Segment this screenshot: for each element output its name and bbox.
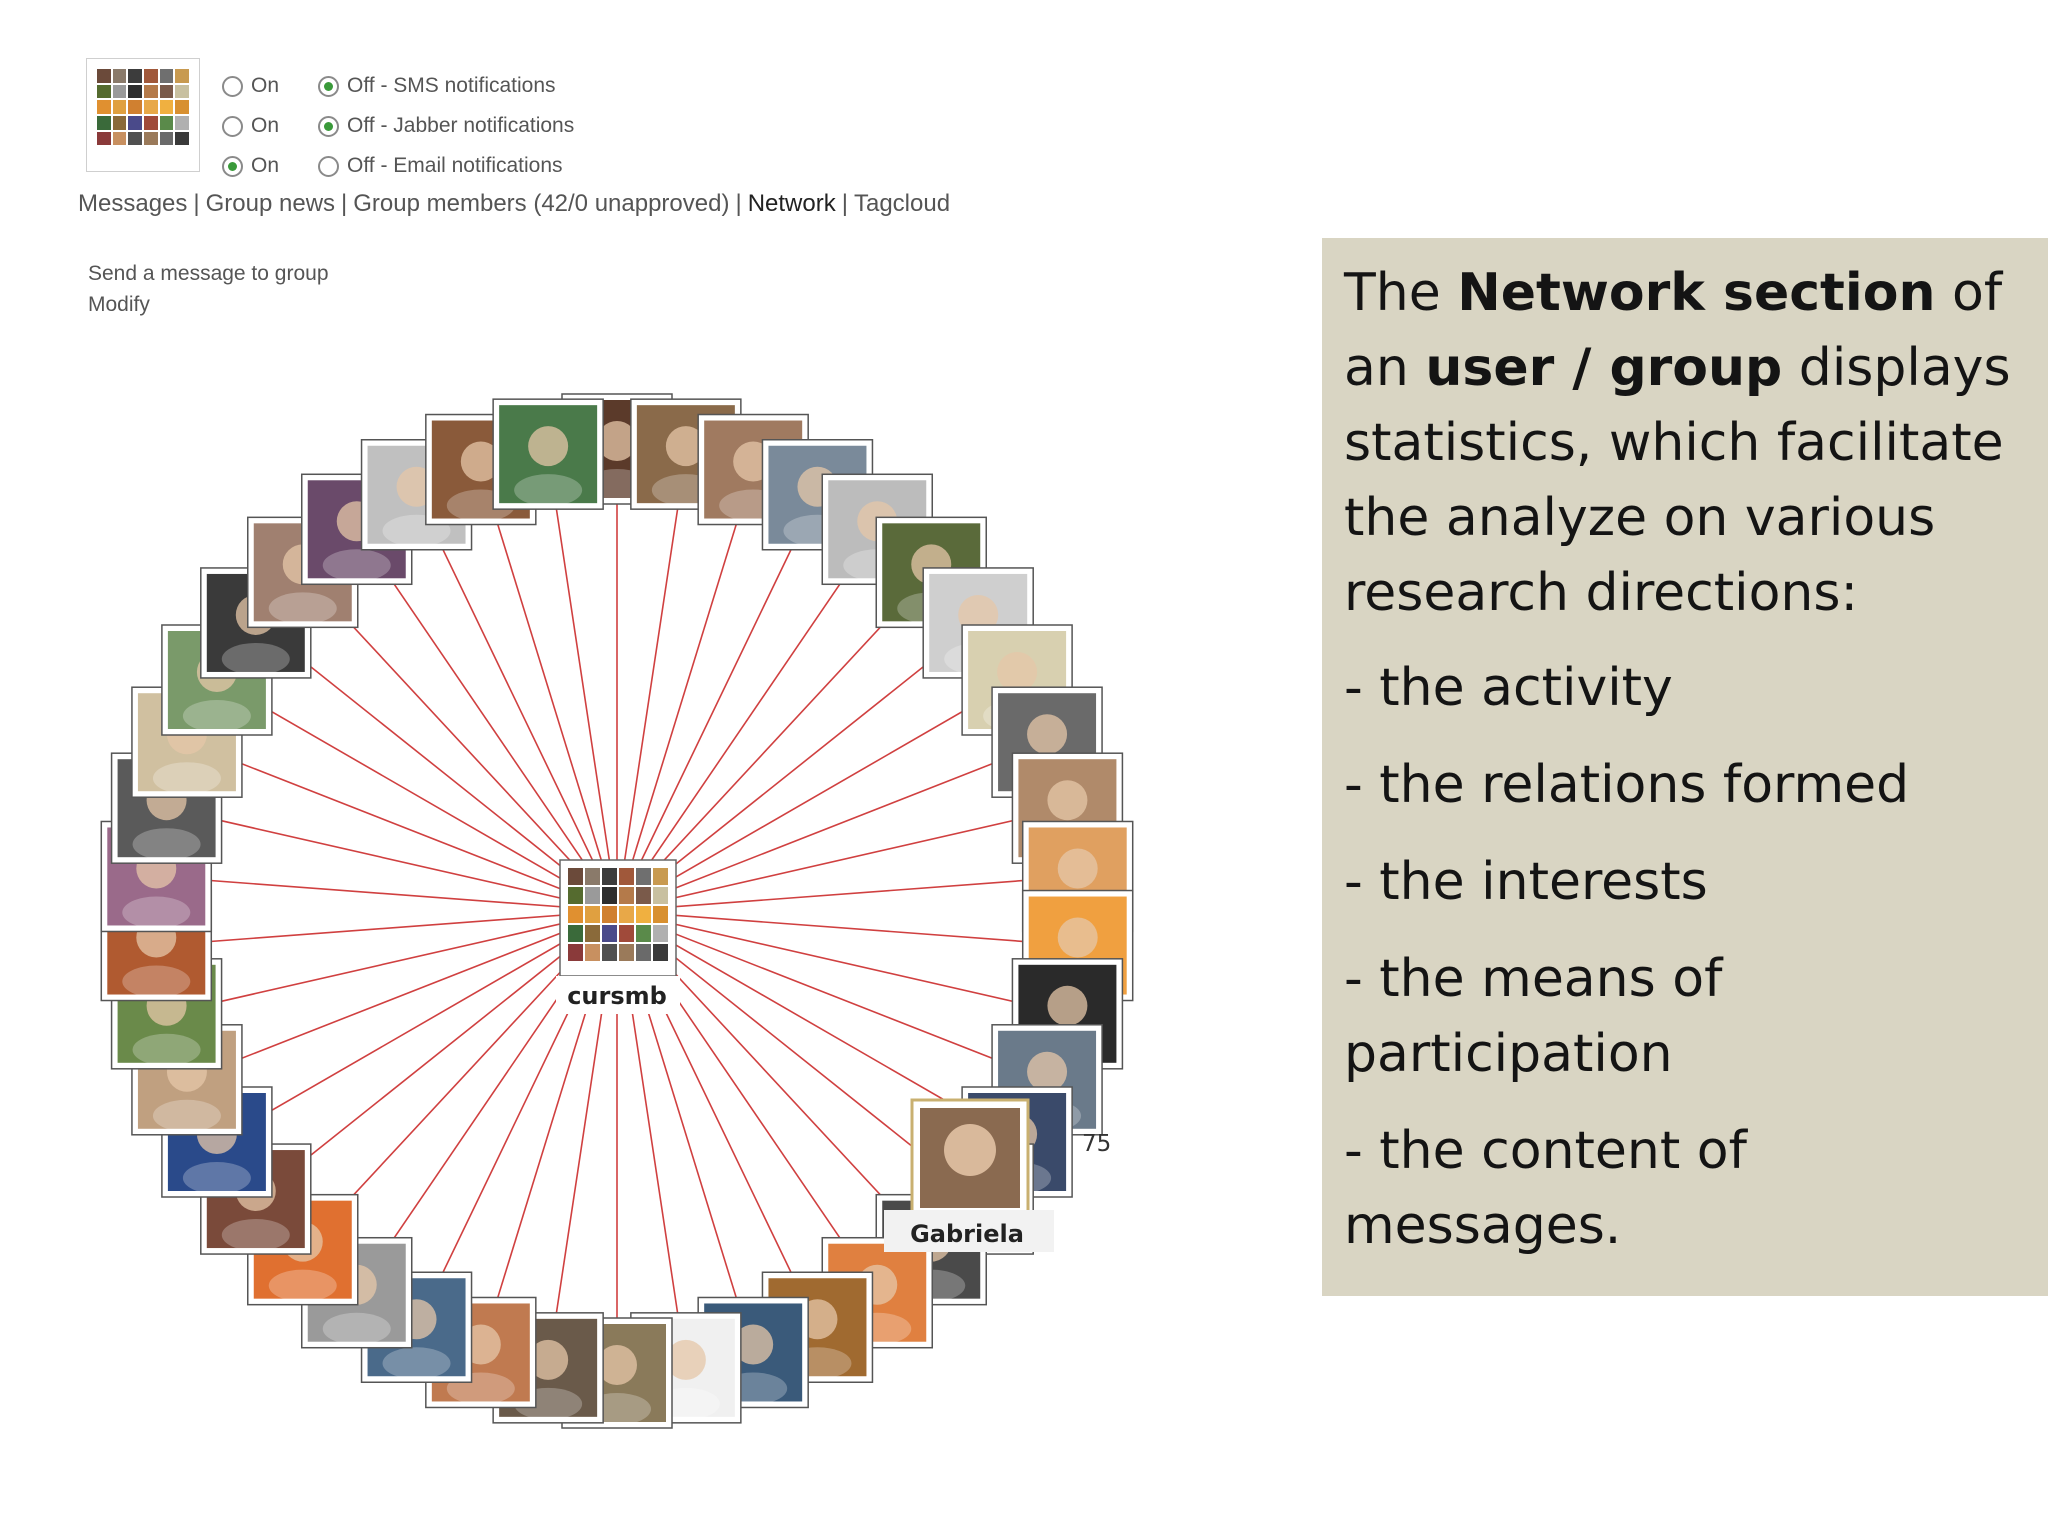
network-link (616, 571, 932, 912)
network-link (480, 469, 618, 912)
group-logo (86, 58, 200, 172)
network-link (156, 875, 618, 912)
network-link (216, 679, 618, 912)
sms-off-radio[interactable] (318, 75, 339, 97)
send-message-link[interactable]: Send a message to group (88, 262, 329, 285)
jabber-notification-row: On Off - Jabber notifications (222, 106, 574, 146)
intro-text: displays statistics, which facilitate th… (1344, 338, 2011, 623)
email-on-radio[interactable] (222, 155, 243, 177)
network-link (255, 622, 618, 912)
jabber-off-label: Off - Jabber notifications (347, 114, 575, 137)
highlighted-member[interactable]: Gabriela 75 (884, 1098, 1111, 1252)
network-links (156, 449, 1078, 1373)
intro-text: The (1344, 263, 1458, 323)
list-item: - the activity (1344, 658, 1673, 718)
sms-notification-row: On Off - SMS notifications (222, 66, 574, 106)
email-on-label: On (251, 154, 280, 177)
nav-separator: | (735, 190, 742, 217)
network-link (255, 910, 618, 1200)
info-panel: The Network section of an user / group d… (1322, 238, 2048, 1296)
member-avatar[interactable] (300, 473, 413, 586)
intro-text: of an (1344, 263, 2003, 398)
jabber-on-radio[interactable] (222, 115, 243, 137)
network-link (166, 807, 618, 912)
network-link (547, 454, 618, 912)
email-notification-row: On Off - Email notifications (222, 146, 574, 186)
list-item: - the interests (1344, 852, 1708, 912)
nav-group-news[interactable]: Group news (205, 190, 336, 217)
network-graph: cursmb Gabriela 75 (100, 393, 1134, 1429)
network-link (616, 910, 1048, 1081)
network-link (616, 910, 1068, 1015)
group-mosaic-icon (97, 69, 189, 161)
jabber-on-label: On (251, 114, 280, 137)
sms-off-label: Off - SMS notifications (347, 74, 556, 97)
jabber-off-radio[interactable] (318, 115, 339, 137)
nav-separator: | (193, 190, 200, 217)
list-item: - the content of messages. (1344, 1121, 1747, 1256)
network-link (216, 910, 618, 1143)
group-nav: Messages|Group news|Group members (42/0 … (78, 190, 950, 218)
notification-settings: On Off - SMS notifications On Off - Jabb… (222, 66, 574, 186)
network-link (616, 807, 1068, 912)
email-off-radio[interactable] (318, 155, 339, 177)
network-link (616, 875, 1078, 912)
network-link (616, 679, 1018, 912)
network-link (616, 469, 754, 912)
nav-network[interactable]: Network (747, 190, 836, 217)
modify-link[interactable]: Modify (88, 293, 150, 316)
network-link (156, 910, 618, 947)
network-link (356, 528, 618, 912)
network-link (616, 454, 687, 912)
network-link (616, 910, 1078, 947)
sms-on-label: On (251, 74, 280, 97)
network-link (616, 741, 1048, 912)
sms-on-radio[interactable] (222, 75, 243, 97)
nav-separator: | (841, 190, 848, 217)
info-intro: The Network section of an user / group d… (1344, 256, 2028, 631)
network-link (616, 494, 819, 912)
network-link (616, 528, 878, 912)
group-actions: Send a message to group Modify (88, 258, 329, 320)
intro-bold-network: Network section (1457, 263, 1936, 323)
nav-tagcloud[interactable]: Tagcloud (853, 190, 951, 217)
center-label: cursmb (567, 982, 667, 1010)
highlight-count: 75 (1082, 1131, 1111, 1157)
member-avatar[interactable] (492, 398, 604, 510)
highlight-label: Gabriela (910, 1220, 1024, 1248)
network-link (302, 571, 618, 912)
center-node[interactable]: cursmb (556, 859, 680, 1014)
intro-bold-user-group: user / group (1425, 338, 1783, 398)
nav-separator: | (341, 190, 348, 217)
list-item: - the means of participation (1344, 949, 1723, 1084)
research-directions-list: - the activity - the relations formed - … (1344, 651, 2028, 1264)
nav-group-members[interactable]: Group members (42/0 unapproved) (353, 190, 730, 217)
network-link (616, 622, 979, 912)
nav-messages[interactable]: Messages (78, 190, 188, 217)
email-off-label: Off - Email notifications (347, 154, 563, 177)
list-item: - the relations formed (1344, 755, 1910, 815)
group-mosaic-icon (568, 868, 668, 961)
member-avatar[interactable] (561, 1317, 673, 1429)
network-link (415, 494, 618, 912)
network-link (186, 910, 618, 1081)
network-link (186, 741, 618, 912)
network-members (100, 393, 1134, 1429)
network-link (166, 910, 618, 1015)
